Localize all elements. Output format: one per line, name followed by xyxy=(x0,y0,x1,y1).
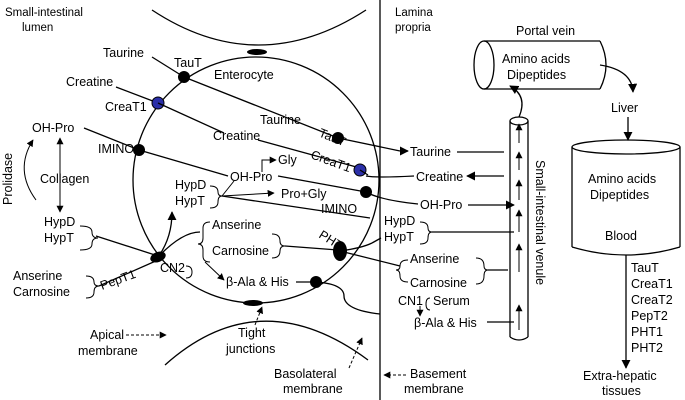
cn2-label: CN2 xyxy=(160,261,185,275)
tight-label-1: Tight xyxy=(238,326,266,340)
pept1-label: PepT1 xyxy=(98,267,137,293)
tissue-transporter: CreaT1 xyxy=(631,277,673,291)
imino-apical-label: IMINO xyxy=(98,142,134,156)
liver-label: Liver xyxy=(611,101,638,115)
enterocyte-label: Enterocyte xyxy=(214,68,274,82)
upper-cell-membrane xyxy=(151,9,367,46)
lamina-label-1: Lamina xyxy=(395,7,433,19)
hypd-lp: HypD xyxy=(384,214,415,228)
apical-label-2: membrane xyxy=(78,344,138,358)
collagen-label: Collagen xyxy=(40,172,89,186)
blood-box-line-1: Amino acids xyxy=(588,172,656,186)
hypt-lp: HypT xyxy=(384,230,414,244)
lumen-label-1: Small-intestinal xyxy=(5,7,83,19)
venule-top xyxy=(509,116,529,126)
portal-left-cap xyxy=(473,40,495,90)
lumen-label-2: lumen xyxy=(22,22,53,34)
taurine-lumen: Taurine xyxy=(103,46,144,60)
baso-label-1: Basolateral xyxy=(274,367,337,381)
tissue-transporter: PHT2 xyxy=(631,341,663,355)
creat1-apical-label: CreaT1 xyxy=(105,100,147,114)
tissue-transporter: TauT xyxy=(631,261,659,275)
portal-vein-label: Portal vein xyxy=(516,24,575,38)
hypd-lumen: HypD xyxy=(44,215,75,229)
creat1-baso-label: CreaT1 xyxy=(309,148,353,175)
tissue-transporter: PHT1 xyxy=(631,325,663,339)
carnosine-lp: Carnosine xyxy=(410,276,467,290)
tissue-transporter-list: TauT CreaT1 CreaT2 PepT2 PHT1 PHT2 xyxy=(631,261,673,355)
carnosine-cell: Carnosine xyxy=(212,244,269,258)
hypt-lumen: HypT xyxy=(44,231,74,245)
prolidase-label: Prolidase xyxy=(1,153,15,205)
portal-box-line-2: Dipeptides xyxy=(507,68,566,82)
bala-his-lp: β-Ala & His xyxy=(414,316,477,330)
hypt-cell: HypT xyxy=(175,194,205,208)
ohpro-cell: OH-Pro xyxy=(230,170,272,184)
ohpro-lp: OH-Pro xyxy=(420,198,462,212)
apical-label-1: Apical xyxy=(90,328,124,342)
blood-box-line-2: Dipeptides xyxy=(590,188,649,202)
lamina-label-2: propria xyxy=(395,22,431,34)
blood-box-line-3: Blood xyxy=(605,229,637,243)
blood-top xyxy=(571,139,681,155)
bala-his-cell: β-Ala & His xyxy=(226,275,289,289)
anserine-lp: Anserine xyxy=(410,252,459,266)
basement-label-2: membrane xyxy=(404,382,464,396)
creatine-lumen: Creatine xyxy=(66,75,113,89)
portal-box-line-1: Amino acids xyxy=(502,52,570,66)
creatine-cell: Creatine xyxy=(213,129,260,143)
extra-hepatic-label-1: Extra-hepatic xyxy=(583,369,657,383)
tight-junction-bottom xyxy=(243,300,263,306)
lower-cell-membrane xyxy=(164,320,369,366)
basement-label-1: Basement xyxy=(410,367,467,381)
extra-hepatic-label-2: tissues xyxy=(602,384,641,398)
carnosine-lumen: Carnosine xyxy=(13,285,70,299)
tissue-transporter: CreaT2 xyxy=(631,293,673,307)
venule-label: Small-intestinal venule xyxy=(533,160,547,285)
creatine-lp: Creatine xyxy=(416,170,463,184)
taurine-cell: Taurine xyxy=(260,113,301,127)
serum-label: Serum xyxy=(433,294,470,308)
gly-label: Gly xyxy=(278,153,298,167)
cn1-label: CN1 xyxy=(398,294,423,308)
taut-apical-label: TauT xyxy=(174,56,202,70)
tissue-transporter: PepT2 xyxy=(631,309,668,323)
tight-junction-top xyxy=(247,49,267,55)
anserine-lumen: Anserine xyxy=(13,269,62,283)
baso-label-2: membrane xyxy=(283,382,343,396)
pro-gly-label: Pro+Gly xyxy=(281,187,327,201)
ohpro-lumen: OH-Pro xyxy=(32,121,74,135)
hypd-cell: HypD xyxy=(175,178,206,192)
imino-baso-label: IMINO xyxy=(321,202,357,216)
tight-label-2: junctions xyxy=(225,342,275,356)
taurine-lp: Taurine xyxy=(410,145,451,159)
anserine-cell: Anserine xyxy=(212,218,261,232)
